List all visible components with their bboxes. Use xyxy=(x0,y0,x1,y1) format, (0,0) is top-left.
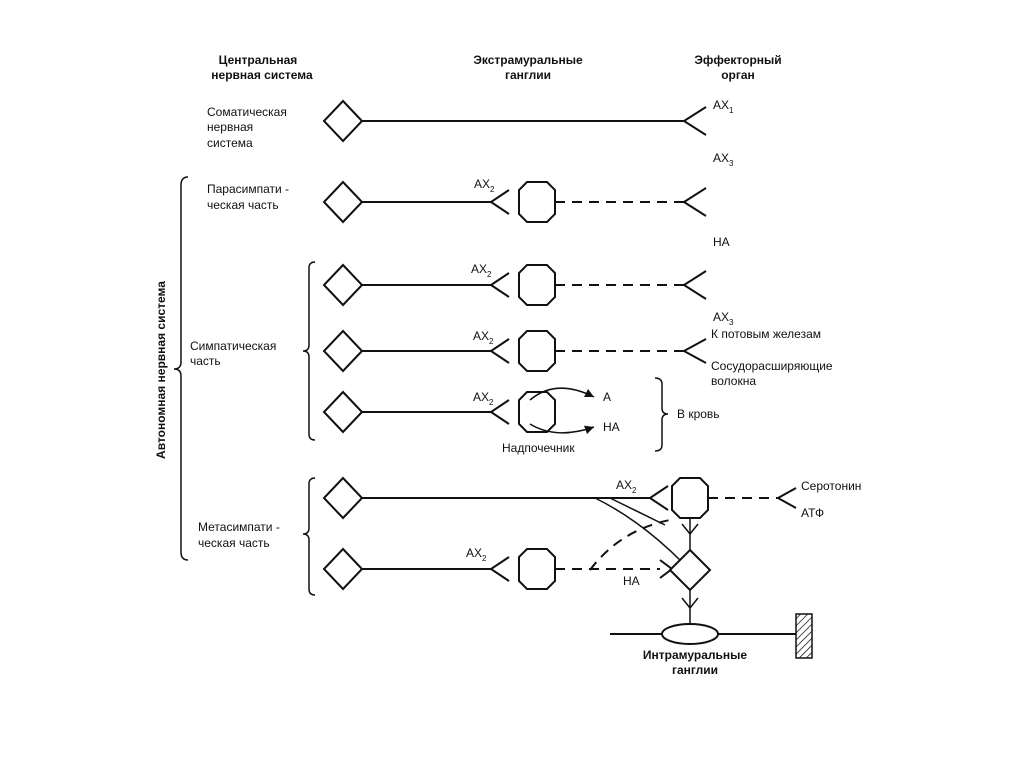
somatic-label-line2: нервная xyxy=(207,120,253,134)
intramural-ganglion xyxy=(661,623,719,645)
blood-brace xyxy=(654,377,669,452)
sympathetic-label-line2: часть xyxy=(190,354,221,368)
sympathetic-brace xyxy=(302,261,316,441)
sympathetic-pathway-2: АХ2 АХ3 К потовым железам Сосудорасширяю… xyxy=(362,310,833,388)
cns-diamond-metasympathetic-2 xyxy=(322,547,364,591)
sympathetic-pathway-adrenal: АХ2 А НА Надпочечник В кровь xyxy=(362,387,720,455)
header-cns-line2: нервная система xyxy=(211,68,313,82)
metasympathetic-label-line2: ческая часть xyxy=(198,536,270,550)
parasympathetic-label-line1: Парасимпати - xyxy=(207,182,289,196)
cns-diamond-parasympathetic xyxy=(322,180,364,224)
cns-diamond-metasympathetic-1 xyxy=(322,476,364,520)
to-blood-label: В кровь xyxy=(677,407,720,421)
metasympathetic-ganglion-upper xyxy=(671,477,709,519)
parasympathetic-label-line2: ческая часть xyxy=(207,198,279,212)
ax2-label-metasympathetic-2: АХ2 xyxy=(466,546,487,563)
effector-tissue xyxy=(795,613,813,659)
header-extramural-line2: ганглии xyxy=(505,68,551,82)
metasympathetic-label-line1: Метасимпати - xyxy=(198,520,280,534)
autonomic-system-label: Автономная нервная система xyxy=(154,281,168,459)
a-label: А xyxy=(603,390,611,404)
intramural-label-line2: ганглии xyxy=(672,663,718,677)
ax2-label-sympathetic-1: АХ2 xyxy=(471,262,492,279)
braces xyxy=(173,176,669,596)
adrenal-label: Надпочечник xyxy=(502,441,575,455)
ax2-label-metasympathetic-1: АХ2 xyxy=(616,478,637,495)
serotonin-label: Серотонин xyxy=(801,479,861,493)
parasympathetic-pathway: АХ2 АХ3 xyxy=(362,151,734,223)
intramural-label-line1: Интрамуральные xyxy=(643,648,747,662)
atp-label: АТФ xyxy=(801,506,824,520)
adrenal-gland xyxy=(518,391,556,433)
row-labels: Соматическая нервная система Парасимпати… xyxy=(154,105,289,550)
ax1-label: АХ1 xyxy=(713,98,734,115)
intramural-ganglia: Интрамуральные ганглии xyxy=(610,613,813,677)
ganglion-parasympathetic xyxy=(518,181,556,223)
header-extramural-line1: Экстрамуральные xyxy=(473,53,583,67)
column-headers: Центральная нервная система Экстрамураль… xyxy=(211,53,781,82)
sweat-glands-label: К потовым железам xyxy=(711,327,821,341)
ax2-label-parasympathetic: АХ2 xyxy=(474,177,495,194)
ax3-label-sympathetic: АХ3 xyxy=(713,310,734,327)
metasympathetic-pathway-1: АХ2 Серотонин АТФ xyxy=(362,477,861,571)
na-label-metasympathetic: НА xyxy=(623,574,640,588)
cns-neurons xyxy=(322,99,364,591)
ax2-label-adrenal: АХ2 xyxy=(473,390,494,407)
header-effector-line1: Эффекторный xyxy=(694,53,781,67)
header-cns-line1: Центральная xyxy=(219,53,298,67)
ax3-label-parasympathetic: АХ3 xyxy=(713,151,734,168)
ax2-label-sympathetic-2: АХ2 xyxy=(473,329,494,346)
cns-diamond-sympathetic-1 xyxy=(322,263,364,307)
somatic-label-line1: Соматическая xyxy=(207,105,287,119)
metasympathetic-brace xyxy=(302,477,316,596)
ganglion-sympathetic-1 xyxy=(518,264,556,306)
header-effector-line2: орган xyxy=(721,68,755,82)
somatic-pathway: АХ1 xyxy=(362,98,734,136)
vasodilator-label-line1: Сосудорасширяющие xyxy=(711,359,833,373)
cns-diamond-sympathetic-2 xyxy=(322,329,364,373)
cns-diamond-somatic xyxy=(322,99,364,143)
ganglion-sympathetic-2 xyxy=(518,330,556,372)
sympathetic-pathway-1: АХ2 НА xyxy=(362,235,730,306)
metasympathetic-pathway-2: АХ2 НА xyxy=(362,518,712,628)
somatic-label-line3: система xyxy=(207,136,253,150)
sympathetic-label-line1: Симпатическая xyxy=(190,339,276,353)
cns-diamond-sympathetic-3 xyxy=(322,390,364,434)
autonomic-brace xyxy=(173,176,189,561)
vasodilator-label-line2: волокна xyxy=(711,374,756,388)
metasympathetic-ganglion-lower xyxy=(518,548,556,590)
na-label-sympathetic: НА xyxy=(713,235,730,249)
na-label-adrenal: НА xyxy=(603,420,620,434)
